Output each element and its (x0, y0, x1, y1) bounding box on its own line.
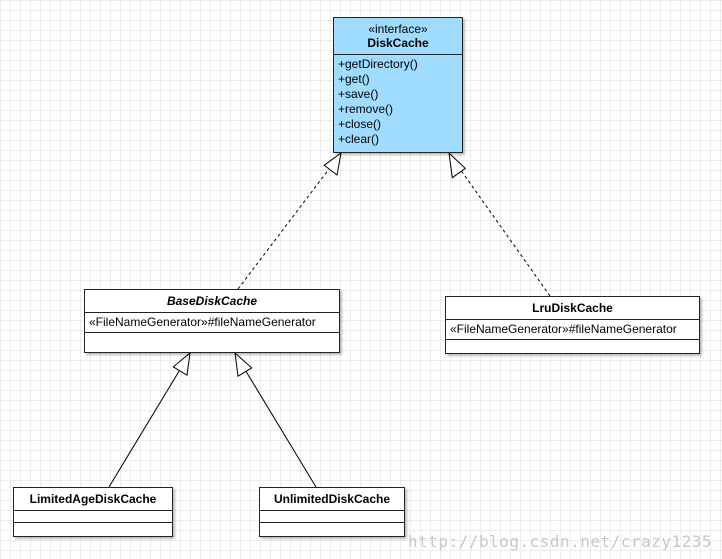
disk-cache-stereotype: «interface» (368, 22, 428, 36)
base-disk-cache-attributes: «FileNameGenerator»#fileNameGenerator (85, 313, 339, 333)
realization-line-base (237, 168, 330, 290)
base-disk-cache-header: BaseDiskCache (85, 290, 339, 313)
generalization-arrowhead-limited (172, 351, 191, 377)
lru-disk-cache-operations (446, 340, 699, 351)
unlimited-disk-cache-attributes (260, 511, 404, 523)
unlimited-disk-cache-name: UnlimitedDiskCache (273, 492, 391, 506)
operation: +getDirectory() (338, 57, 418, 71)
unlimited-disk-cache-header: UnlimitedDiskCache (260, 488, 404, 511)
operation: +clear() (338, 132, 380, 146)
unlimited-disk-cache-operations (260, 523, 404, 534)
disk-cache-name: DiskCache (367, 36, 429, 50)
base-disk-cache-operations (85, 333, 339, 344)
generalization-line-limited (108, 367, 182, 488)
base-disk-cache-box[interactable]: BaseDiskCache «FileNameGenerator»#fileNa… (84, 289, 340, 353)
lru-disk-cache-header: LruDiskCache (446, 297, 699, 320)
generalization-line-unlimited (243, 367, 317, 488)
limited-age-disk-cache-header: LimitedAgeDiskCache (14, 488, 172, 511)
unlimited-disk-cache-box[interactable]: UnlimitedDiskCache (259, 487, 405, 537)
base-disk-cache-name: BaseDiskCache (166, 294, 258, 308)
disk-cache-header: «interface» DiskCache (334, 18, 462, 55)
watermark: http://blog.csdn.net/crazy1235 (408, 532, 712, 551)
limited-age-disk-cache-name: LimitedAgeDiskCache (29, 492, 157, 506)
attribute: «FileNameGenerator»#fileNameGenerator (89, 315, 316, 329)
disk-cache-operations: +getDirectory() +get() +save() +remove()… (334, 55, 462, 149)
disk-cache-interface-box[interactable]: «interface» DiskCache +getDirectory() +g… (333, 17, 463, 153)
attribute: «FileNameGenerator»#fileNameGenerator (450, 322, 677, 336)
limited-age-disk-cache-operations (14, 523, 172, 534)
limited-age-disk-cache-box[interactable]: LimitedAgeDiskCache (13, 487, 173, 537)
operation: +remove() (338, 102, 394, 116)
operation: +close() (338, 117, 382, 131)
lru-disk-cache-name: LruDiskCache (532, 301, 613, 315)
lru-disk-cache-attributes: «FileNameGenerator»#fileNameGenerator (446, 320, 699, 340)
realization-line-lru (459, 168, 551, 297)
generalization-arrowhead-unlimited (234, 351, 253, 378)
limited-age-disk-cache-attributes (14, 511, 172, 523)
lru-disk-cache-box[interactable]: LruDiskCache «FileNameGenerator»#fileNam… (445, 296, 700, 354)
operation: +get() (338, 72, 370, 86)
realization-arrowhead-base (323, 151, 342, 176)
operation: +save() (338, 87, 379, 101)
realization-arrowhead-lru (448, 151, 467, 179)
